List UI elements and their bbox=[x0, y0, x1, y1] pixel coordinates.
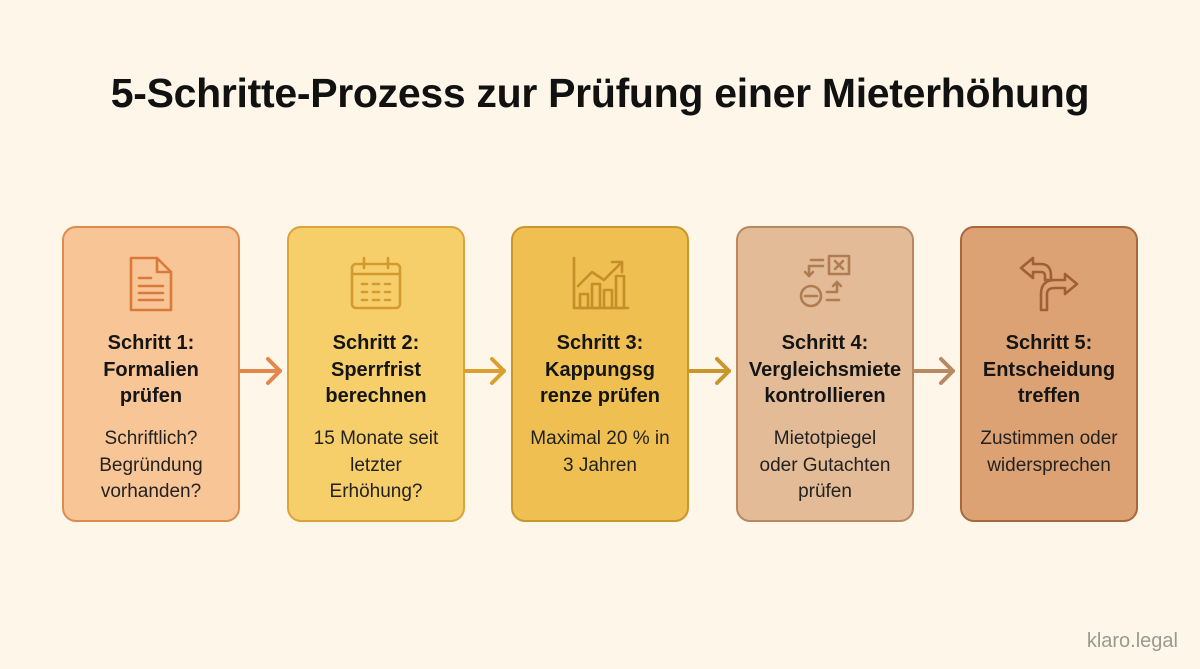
arrow-right-icon bbox=[687, 356, 735, 386]
arrow-right-icon bbox=[238, 356, 286, 386]
document-icon bbox=[64, 254, 238, 314]
step-heading: Schritt 3: Kappungsg renze prüfen bbox=[539, 332, 661, 407]
step-card-4: Schritt 4: Vergleichsmiete kontrollieren… bbox=[736, 226, 914, 522]
watermark: klaro.legal bbox=[1086, 630, 1178, 652]
step-description: Mietotpiegel oder Gutachten prüfen bbox=[759, 428, 891, 502]
step-card-2: Schritt 2: Sperrfrist berechnen 15 Monat… bbox=[287, 226, 465, 522]
step-description: Schriftlich? Begründung vorhanden? bbox=[99, 428, 203, 502]
step-heading: Schritt 2: Sperrfrist berechnen bbox=[325, 332, 427, 407]
step-description: Maximal 20 % in 3 Jahren bbox=[530, 428, 670, 476]
chart-growth-icon bbox=[513, 254, 687, 314]
step-heading: Schritt 1: Formalien prüfen bbox=[103, 332, 199, 407]
calculator-icon bbox=[738, 254, 912, 314]
fork-arrows-icon bbox=[962, 254, 1136, 314]
arrow-right-icon bbox=[911, 356, 959, 386]
step-description: Zustimmen oder widersprechen bbox=[980, 428, 1118, 476]
calendar-icon bbox=[289, 254, 463, 314]
arrow-right-icon bbox=[462, 356, 510, 386]
step-card-3: Schritt 3: Kappungsg renze prüfen Maxima… bbox=[511, 226, 689, 522]
step-description: 15 Monate seit letzter Erhöhung? bbox=[313, 428, 439, 502]
step-heading: Schritt 5: Entscheidung treffen bbox=[982, 332, 1116, 407]
step-heading: Schritt 4: Vergleichsmiete kontrollieren bbox=[748, 332, 902, 407]
step-card-5: Schritt 5: Entscheidung treffen Zustimme… bbox=[960, 226, 1138, 522]
page-title: 5-Schritte-Prozess zur Prüfung einer Mie… bbox=[110, 70, 1090, 116]
step-card-1: Schritt 1: Formalien prüfen Schriftlich?… bbox=[62, 226, 240, 522]
